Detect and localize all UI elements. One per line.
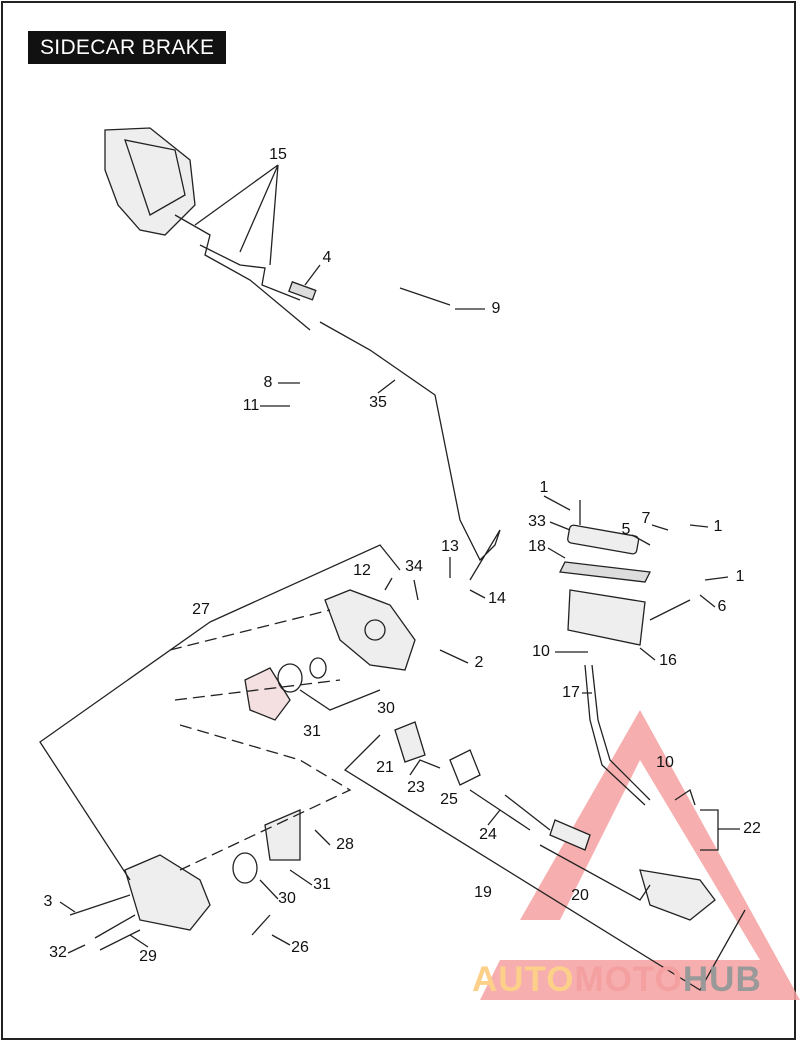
callout-20: 20 [571, 887, 589, 904]
watermark-text-auto: AUTO [472, 960, 575, 999]
callout-2: 2 [474, 654, 484, 671]
bracket-20 [539, 844, 651, 901]
reservoir-drawing [559, 500, 651, 806]
brake-line-4 [174, 214, 311, 331]
front-caliper-drawing [104, 127, 196, 236]
callout-7: 7 [641, 510, 651, 527]
callout-32: 32 [49, 944, 67, 961]
callout-17: 17 [562, 684, 580, 701]
callout-29: 29 [139, 948, 157, 965]
callout-34: 34 [405, 558, 423, 575]
callout-14: 14 [488, 590, 506, 607]
callout-4: 4 [322, 249, 332, 266]
callout-5: 5 [621, 521, 631, 538]
callout-10: 10 [656, 754, 674, 771]
watermark-text-moto: MOTO [574, 960, 683, 999]
callout-28: 28 [336, 836, 354, 853]
callout-3: 3 [43, 893, 53, 910]
watermark-text-hub: HUB [682, 960, 762, 999]
callout-10: 10 [532, 643, 550, 660]
callout-22: 22 [743, 820, 761, 837]
callout-30: 30 [278, 890, 296, 907]
callout-18: 18 [528, 538, 546, 555]
callout-31: 31 [313, 876, 331, 893]
callout-8: 8 [263, 374, 273, 391]
brake-hose-35 [319, 321, 501, 581]
diagram-title: SIDECAR BRAKE [28, 31, 227, 64]
callout-16: 16 [659, 652, 677, 669]
bracket-24 [469, 789, 531, 831]
callout-35: 35 [369, 394, 387, 411]
bracket-22 [700, 809, 740, 851]
callout-13: 13 [441, 538, 459, 555]
callout-31: 31 [303, 723, 321, 740]
callout-26: 26 [291, 939, 309, 956]
callout-30: 30 [377, 700, 395, 717]
bracket-30-top [299, 689, 381, 711]
bracket-27 [39, 544, 401, 881]
callout-6: 6 [717, 598, 727, 615]
callout-1: 1 [539, 479, 549, 496]
callout-27: 27 [192, 601, 210, 618]
watermark-logo: AUTOMOTOHUB [472, 960, 762, 1000]
callout-23: 23 [407, 779, 425, 796]
callout-33: 33 [528, 513, 546, 530]
callout-12: 12 [353, 562, 371, 579]
callout-21: 21 [376, 759, 394, 776]
callout-24: 24 [479, 826, 497, 843]
watermark-logo-triangle [480, 710, 800, 1000]
rear-caliper-drawing [69, 589, 416, 951]
cable-tie-9 [399, 287, 451, 306]
brake-line-15 [199, 244, 301, 301]
callout-19: 19 [474, 884, 492, 901]
bracket-19 [343, 734, 746, 991]
callout-15: 15 [269, 146, 287, 163]
callout-9: 9 [491, 300, 501, 317]
callout-25: 25 [440, 791, 458, 808]
bracket-23 [409, 759, 441, 776]
callout-1: 1 [713, 518, 723, 535]
callout-11: 11 [242, 397, 260, 414]
master-cylinder-drawing [394, 721, 716, 921]
callout-1: 1 [735, 568, 745, 585]
